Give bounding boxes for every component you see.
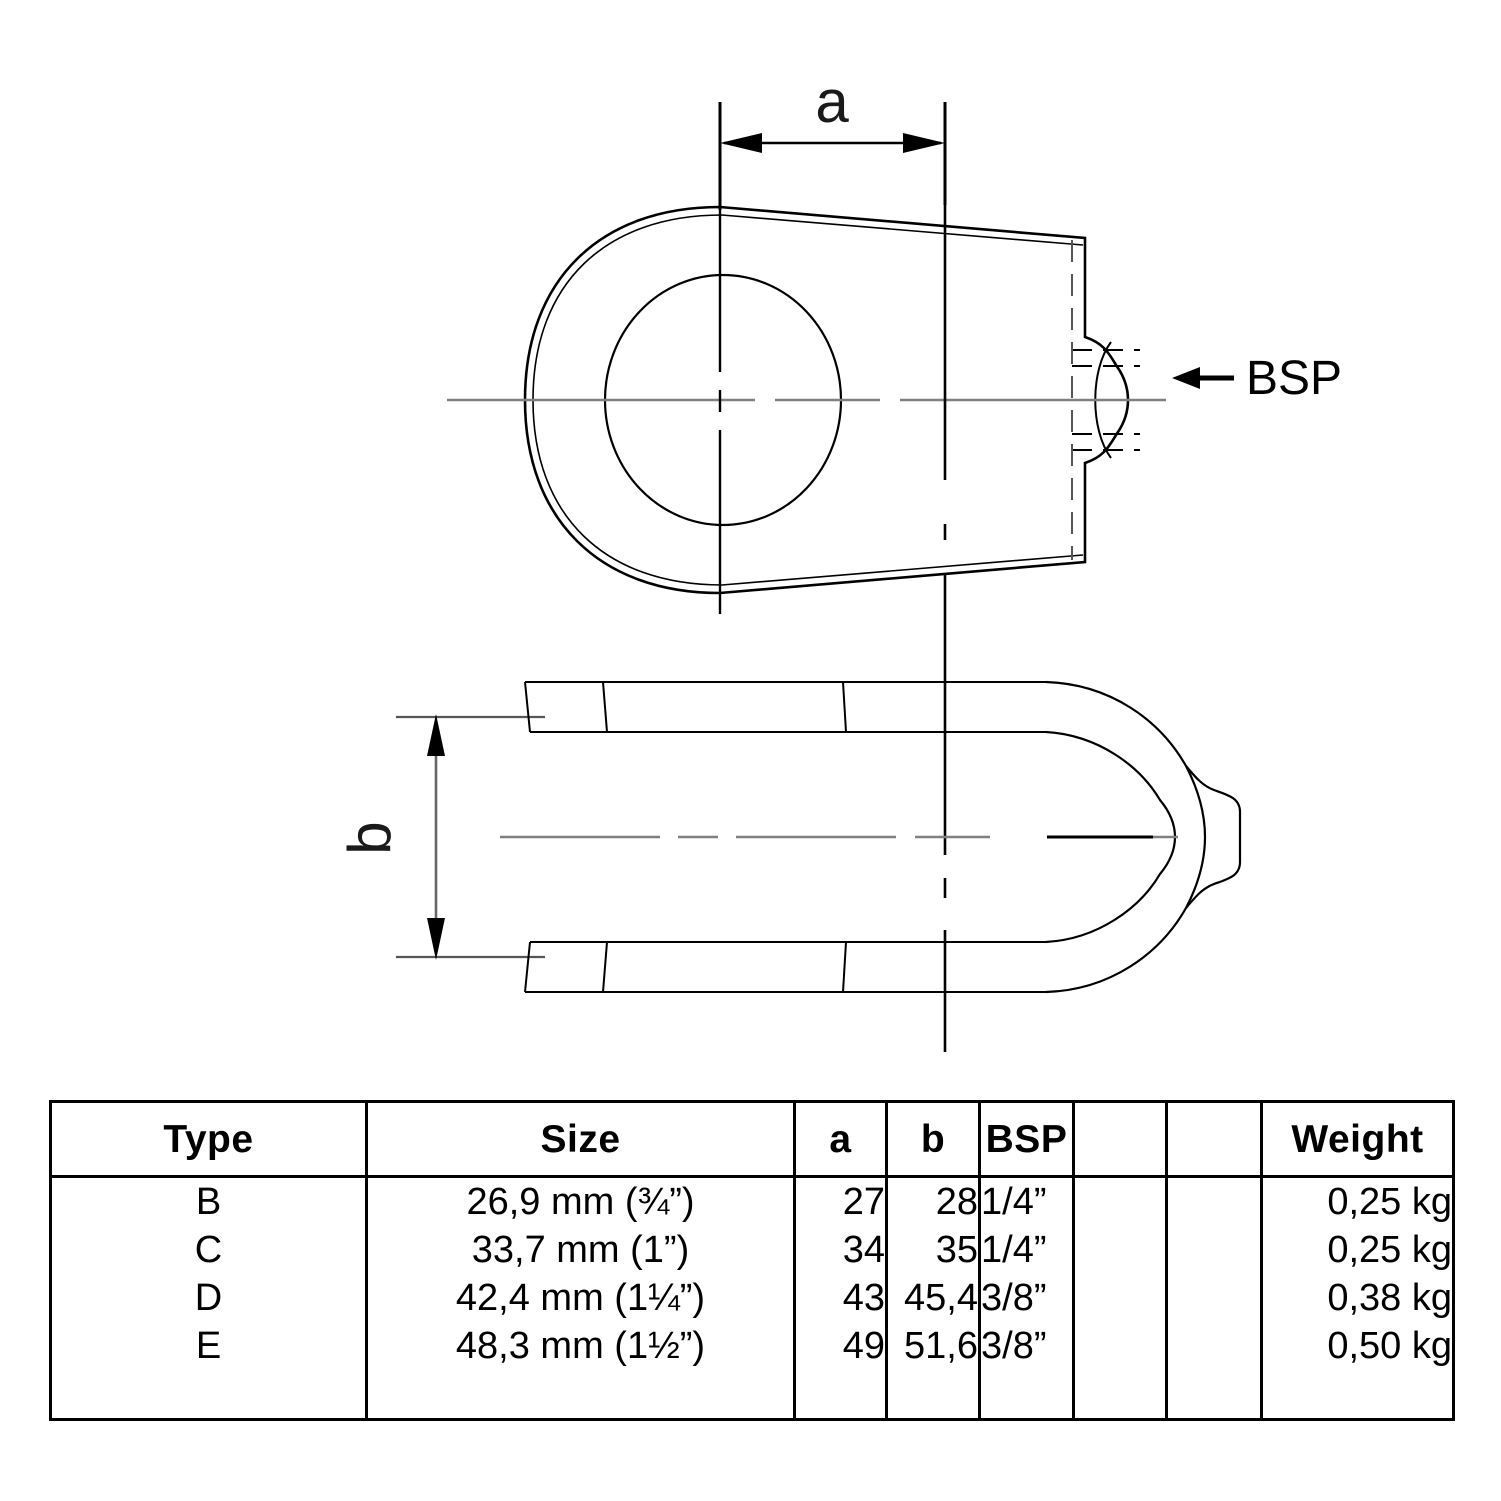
cell-b: 51,6 <box>885 1322 981 1370</box>
cell-weight: 0,38 kg <box>1260 1274 1455 1322</box>
filler-cell <box>978 1370 1075 1420</box>
top-view: BSP a <box>447 68 1342 1052</box>
filler-cell <box>793 1370 888 1420</box>
cell-bsp: 1/4” <box>978 1226 1075 1274</box>
spec-table: Type Size a b BSP Weight B 26,9 mm (¾”) … <box>49 1100 1455 1421</box>
column-header-blank-1 <box>1072 1101 1168 1178</box>
table-header-row: Type Size a b BSP Weight <box>49 1101 1455 1178</box>
column-header-type: Type <box>49 1101 368 1178</box>
drawing-area: BSP a b <box>336 68 1342 1052</box>
cell-blank-1 <box>1072 1274 1168 1322</box>
cell-type: B <box>49 1176 368 1226</box>
cell-a: 49 <box>793 1322 888 1370</box>
cell-type: C <box>49 1226 368 1274</box>
filler-cell <box>49 1370 368 1420</box>
filler-cell <box>885 1370 981 1420</box>
cell-b: 35 <box>885 1226 981 1274</box>
table-row: D 42,4 mm (1¼”) 43 45,4 3/8” 0,38 kg <box>49 1274 1455 1322</box>
cell-weight: 0,25 kg <box>1260 1176 1455 1226</box>
column-header-b: b <box>885 1101 981 1178</box>
table-row: E 48,3 mm (1½”) 49 51,6 3/8” 0,50 kg <box>49 1322 1455 1370</box>
side-view: b <box>336 680 1242 994</box>
filler-cell <box>1072 1370 1168 1420</box>
cell-a: 34 <box>793 1226 888 1274</box>
column-header-a: a <box>793 1101 888 1178</box>
cell-weight: 0,25 kg <box>1260 1226 1455 1274</box>
dim-a-arrowhead-left <box>720 133 762 153</box>
cell-b: 28 <box>885 1176 981 1226</box>
filler-cell <box>1260 1370 1455 1420</box>
cell-blank-1 <box>1072 1176 1168 1226</box>
lower-flange <box>524 941 1046 993</box>
cell-bsp: 3/8” <box>978 1274 1075 1322</box>
cell-b: 45,4 <box>885 1274 981 1322</box>
column-header-size: Size <box>365 1101 796 1178</box>
filler-cell <box>1165 1370 1263 1420</box>
dim-b-arrowhead-top <box>427 714 445 756</box>
cell-size: 26,9 mm (¾”) <box>365 1176 796 1226</box>
dim-b-arrowhead-bottom <box>427 918 445 960</box>
cell-type: E <box>49 1322 368 1370</box>
dim-a-label: a <box>815 68 849 135</box>
filler-cell <box>365 1370 796 1420</box>
upper-flange <box>524 681 1046 733</box>
table-row: B 26,9 mm (¾”) 27 28 1/4” 0,25 kg <box>49 1176 1455 1226</box>
column-header-blank-2 <box>1165 1101 1263 1178</box>
bsp-arrowhead <box>1172 367 1200 389</box>
cell-size: 48,3 mm (1½”) <box>365 1322 796 1370</box>
cell-size: 42,4 mm (1¼”) <box>365 1274 796 1322</box>
table-filler-row <box>49 1370 1455 1420</box>
cell-weight: 0,50 kg <box>1260 1322 1455 1370</box>
cell-blank-1 <box>1072 1322 1168 1370</box>
cell-bsp: 3/8” <box>978 1322 1075 1370</box>
cell-bsp: 1/4” <box>978 1176 1075 1226</box>
top-view-body-outline <box>523 205 1130 595</box>
cell-a: 43 <box>793 1274 888 1322</box>
cell-blank-1 <box>1072 1226 1168 1274</box>
side-view-boss-profile <box>1185 765 1242 909</box>
cell-blank-2 <box>1165 1176 1263 1226</box>
dim-b-label: b <box>336 821 403 854</box>
column-header-weight: Weight <box>1260 1101 1455 1178</box>
cell-type: D <box>49 1274 368 1322</box>
cell-blank-2 <box>1165 1274 1263 1322</box>
table-row: C 33,7 mm (1”) 34 35 1/4” 0,25 kg <box>49 1226 1455 1274</box>
cell-blank-2 <box>1165 1226 1263 1274</box>
dim-a-arrowhead-right <box>903 133 945 153</box>
cell-size: 33,7 mm (1”) <box>365 1226 796 1274</box>
column-header-bsp: BSP <box>978 1101 1075 1178</box>
cell-blank-2 <box>1165 1322 1263 1370</box>
spec-table-container: Type Size a b BSP Weight B 26,9 mm (¾”) … <box>49 1100 1455 1421</box>
cell-a: 27 <box>793 1176 888 1226</box>
side-view-outer-profile <box>1045 680 1207 994</box>
bsp-label: BSP <box>1246 352 1342 405</box>
